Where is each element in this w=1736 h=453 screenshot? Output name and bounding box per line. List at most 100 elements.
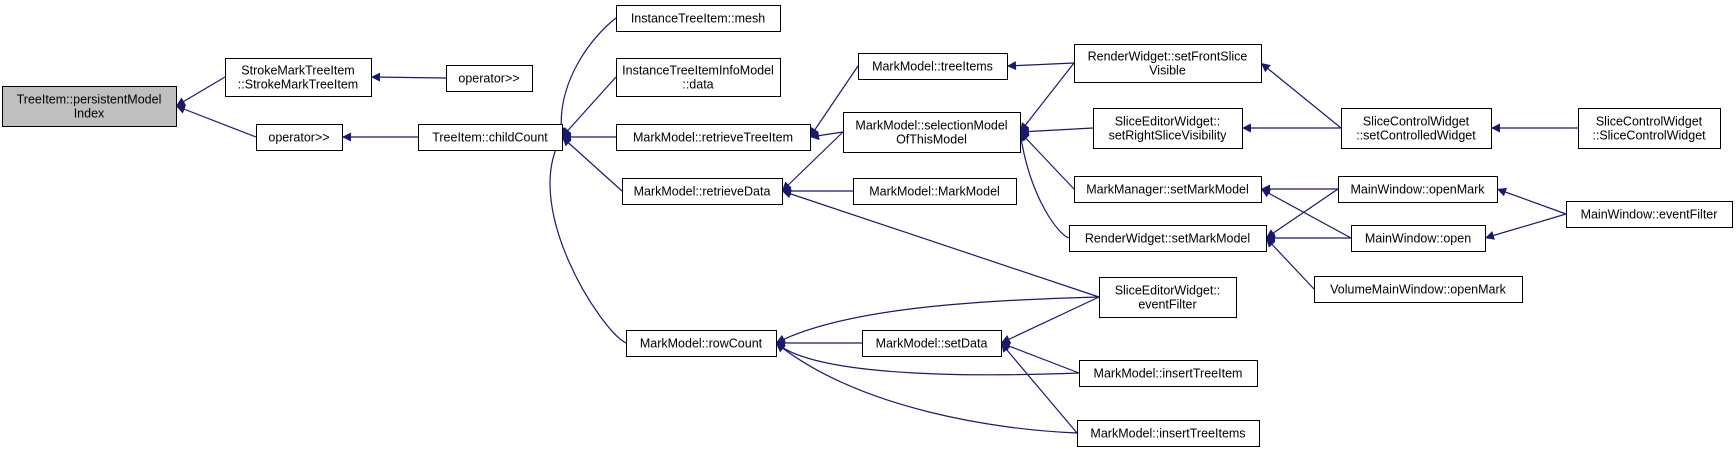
node-box [616,5,781,32]
edge-n3-to-n2 [370,72,447,82]
edge-n18-to-n12 [1016,131,1070,239]
node-label: operator>> [268,131,329,145]
node-n18[interactable]: RenderWidget::setMarkModel [1069,225,1267,252]
node-n2[interactable]: StrokeMarkTreeItem::StrokeMarkTreeItem [225,58,372,97]
edge-n20-to-n10 [775,342,1080,376]
node-n14[interactable]: MarkModel::setData [862,330,1002,357]
edge-n24-to-n17 [1260,188,1352,239]
node-box [622,178,783,205]
node-box [1079,360,1258,387]
edge-n9-to-n5 [561,136,623,192]
node-label: SliceEditorWidget:: [1115,284,1221,298]
node-label: MarkModel::retrieveData [634,185,771,199]
edge-n12-to-n8 [809,131,844,141]
node-box [616,58,781,97]
node-label: ::data [682,78,713,92]
node-label: operator>> [458,72,519,86]
node-label: setRightSliceVisibility [1109,129,1228,143]
node-box [1314,276,1523,303]
node-n20[interactable]: MarkModel::insertTreeItem [1079,360,1258,387]
node-box [862,330,1002,357]
edge-n6-to-n5 [556,17,617,138]
node-label: SliceControlWidget [1363,115,1470,129]
node-label: MarkModel::MarkModel [869,185,1000,199]
edge-n11-to-n8 [809,65,859,138]
node-box [1074,44,1262,83]
node-n25[interactable]: VolumeMainWindow::openMark [1314,276,1523,303]
node-label: MainWindow::open [1365,232,1471,246]
node-label: eventFilter [1138,298,1196,312]
node-label: MarkModel::insertTreeItem [1094,367,1243,381]
edge-n19-to-n9 [781,189,1100,298]
node-n9[interactable]: MarkModel::retrieveData [622,178,783,205]
edge-n7-to-n5 [561,76,617,138]
node-box [1099,277,1237,318]
node-label: SliceEditorWidget:: [1115,115,1221,129]
edge-n19-to-n10 [775,296,1100,344]
edge-n15-to-n11 [1006,61,1075,71]
node-label: RenderWidget::setFrontSlice [1088,50,1248,64]
node-box [858,53,1008,80]
node-label: TreeItem::childCount [432,131,548,145]
edge-n4-to-n1 [175,105,257,138]
node-label: MarkManager::setMarkModel [1086,183,1249,197]
node-box [1341,108,1492,149]
node-label: StrokeMarkTreeItem [241,64,354,78]
node-label: RenderWidget::setMarkModel [1085,232,1250,246]
node-label: Index [74,107,105,121]
node-n4[interactable]: operator>> [256,124,343,151]
node-n16[interactable]: SliceEditorWidget::setRightSliceVisibili… [1093,108,1243,149]
node-label: InstanceTreeItem::mesh [631,12,765,26]
node-label: ::StrokeMarkTreeItem [238,78,358,92]
node-n11[interactable]: MarkModel::treeItems [858,53,1008,80]
node-label: MarkModel::insertTreeItems [1090,427,1245,441]
node-n13[interactable]: MarkModel::MarkModel [853,178,1017,205]
node-n7[interactable]: InstanceTreeItemInfoModel::data [616,58,781,97]
node-label: InstanceTreeItemInfoModel [622,64,774,78]
node-n27[interactable]: MainWindow::eventFilter [1566,201,1733,228]
node-n21[interactable]: MarkModel::insertTreeItems [1077,420,1260,447]
node-box [1077,420,1260,447]
edge-n21-to-n10 [775,342,1078,434]
node-box [843,112,1021,153]
edge-n19-to-n14 [1000,296,1100,344]
node-box [1074,176,1262,203]
node-box [1351,225,1486,252]
node-n24[interactable]: MainWindow::open [1351,225,1486,252]
node-label: VolumeMainWindow::openMark [1330,283,1507,297]
node-n22[interactable]: SliceControlWidget::setControlledWidget [1341,108,1492,149]
node-label: MarkModel::retrieveTreeItem [633,131,793,145]
node-n23[interactable]: MainWindow::openMark [1338,176,1498,203]
edge-n15-to-n12 [1019,62,1075,133]
edge-n27-to-n24 [1484,213,1567,240]
node-n10[interactable]: MarkModel::rowCount [626,330,777,357]
node-label: MainWindow::eventFilter [1581,208,1718,222]
edge-n23-to-n18 [1265,188,1339,239]
node-box [1566,201,1733,228]
node-label: OfThisModel [896,133,967,147]
node-n26[interactable]: SliceControlWidget::SliceControlWidget [1578,108,1721,149]
node-n6[interactable]: InstanceTreeItem::mesh [616,5,781,32]
node-n19[interactable]: SliceEditorWidget::eventFilter [1099,277,1237,318]
node-n5[interactable]: TreeItem::childCount [418,124,563,151]
edge-n25-to-n18 [1265,237,1315,290]
node-n3[interactable]: operator>> [446,65,533,92]
edge-n16-to-n12 [1019,127,1094,137]
edge-n17-to-n12 [1019,131,1075,190]
node-box [626,330,777,357]
edge-n22-to-n15 [1260,62,1342,129]
edge-n20-to-n14 [1000,342,1080,374]
node-box [2,86,177,127]
node-label: MarkModel::selectionModel [855,119,1007,133]
node-box [418,124,563,151]
node-n17[interactable]: MarkManager::setMarkModel [1074,176,1262,203]
node-n8[interactable]: MarkModel::retrieveTreeItem [616,124,811,151]
node-box [1069,225,1267,252]
node-box [1093,108,1243,149]
edge-n21-to-n14 [1000,342,1078,434]
